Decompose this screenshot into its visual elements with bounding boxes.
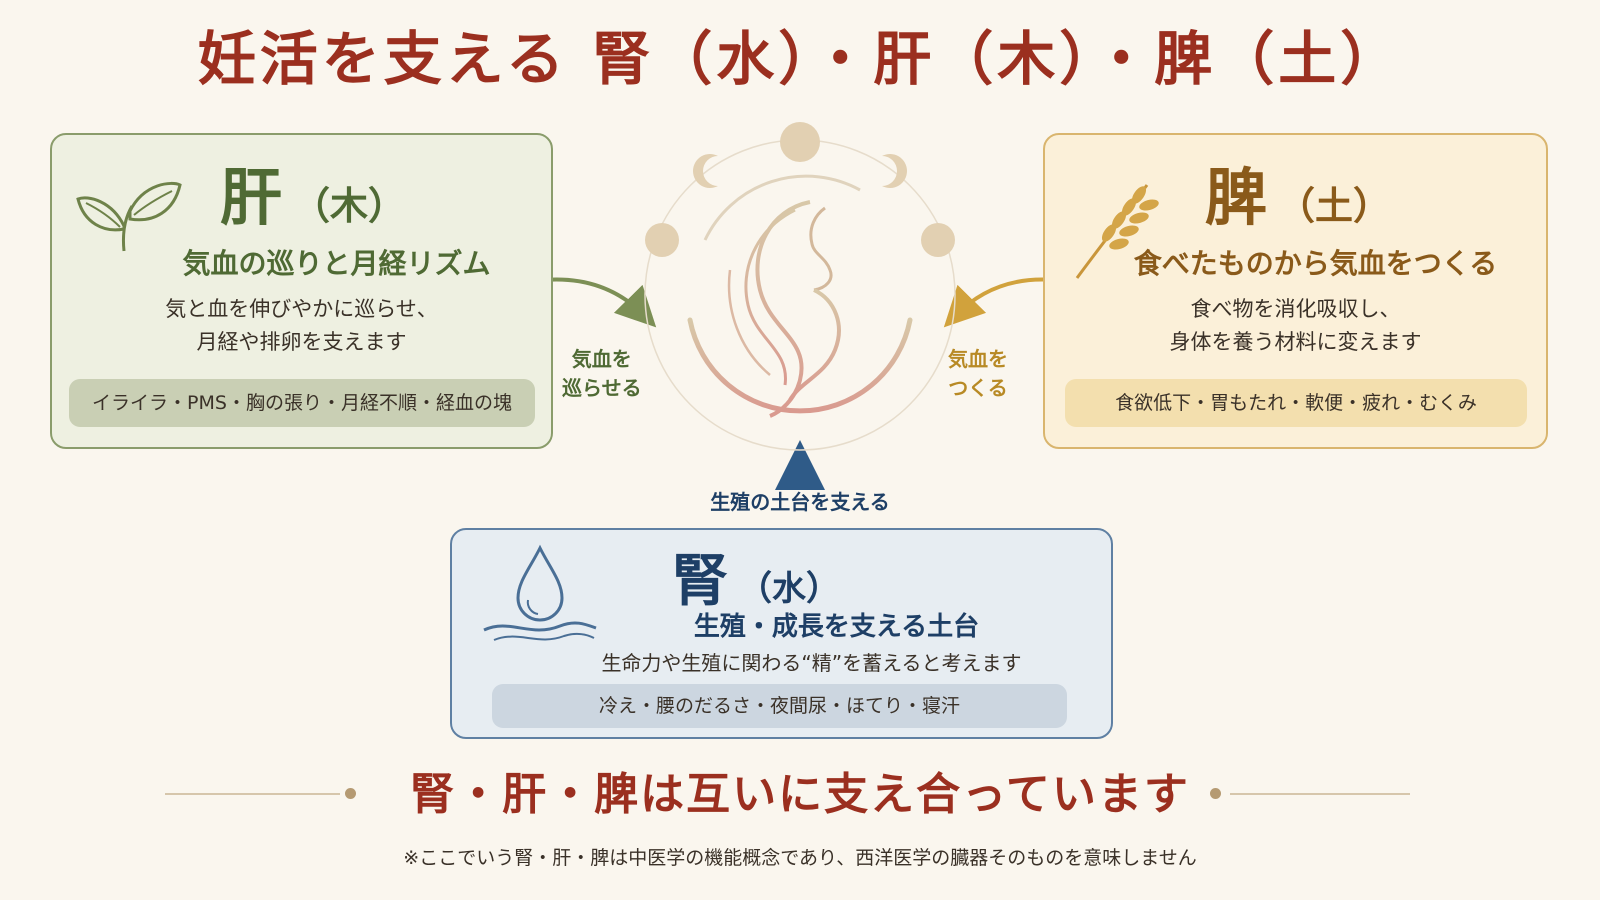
kidney-element: （水） bbox=[738, 569, 840, 609]
liver-name: 肝（木） bbox=[220, 147, 406, 237]
moon-icon bbox=[645, 223, 679, 257]
kidney-subtitle: 生殖・成長を支える土台 bbox=[693, 612, 980, 642]
spleen-flow-label: 気血を つくる bbox=[948, 345, 1008, 403]
spleen-flow-label-line: 気血を bbox=[948, 347, 1008, 371]
divider-line bbox=[1230, 793, 1410, 795]
spleen-description-line: 身体を養う材料に変えます bbox=[1169, 329, 1422, 354]
liver-flow-label-line: 気血を bbox=[571, 347, 632, 371]
divider-dot bbox=[345, 788, 356, 799]
spleen-description: 食べ物を消化吸収し、 身体を養う材料に変えます bbox=[1045, 293, 1546, 358]
spleen-symptoms: 食欲低下・胃もたれ・軟便・疲れ・むくみ bbox=[1065, 379, 1527, 427]
spleen-subtitle: 食べたものから気血をつくる bbox=[1133, 247, 1498, 280]
divider-line bbox=[165, 793, 340, 795]
spleen-card: 脾（土） 食べたものから気血をつくる 食べ物を消化吸収し、 身体を養う材料に変え… bbox=[1043, 133, 1548, 449]
divider-dot bbox=[1210, 788, 1221, 799]
kidney-flow-label: 生殖の土台を支える bbox=[710, 490, 890, 514]
leaf-icon bbox=[76, 181, 182, 252]
spleen-description-line: 食べ物を消化吸収し、 bbox=[1190, 297, 1401, 321]
water-drop-icon bbox=[483, 544, 597, 641]
spleen-element: （土） bbox=[1277, 183, 1392, 228]
liver-organ: 肝 bbox=[220, 161, 283, 234]
bottom-message: 腎・肝・脾は互いに支え合っています bbox=[410, 769, 1190, 820]
page-title: 妊活を支える 腎（水）・肝（木）・脾（土） bbox=[197, 25, 1403, 93]
kidney-card: 腎（水） 生殖・成長を支える土台 生命力や生殖に関わる“精”を蓄えると考えます … bbox=[450, 528, 1113, 739]
spleen-organ: 脾 bbox=[1205, 161, 1268, 234]
liver-flow-label-line: 巡らせる bbox=[562, 376, 642, 400]
spleen-flow-label-line: つくる bbox=[948, 376, 1008, 400]
kidney-symptoms: 冷え・腰のだるさ・夜間尿・ほてり・寝汗 bbox=[492, 684, 1067, 728]
kidney-name: 腎（水） bbox=[672, 536, 840, 617]
footnote: ※ここでいう腎・肝・脾は中医学の機能概念であり、西洋医学の臓器そのものを意味しま… bbox=[403, 847, 1197, 869]
liver-symptoms: イライラ・PMS・胸の張り・月経不順・経血の塊 bbox=[69, 379, 535, 427]
moon-icon bbox=[921, 223, 955, 257]
liver-card: 肝（木） 気血の巡りと月経リズム 気と血を伸びやかに巡らせ、 月経や排卵を支えま… bbox=[50, 133, 553, 449]
kidney-description: 生命力や生殖に関わる“精”を蓄えると考えます bbox=[601, 651, 1022, 675]
full-moon-icon bbox=[780, 122, 820, 162]
wheat-icon bbox=[1075, 184, 1159, 279]
crescent-moon-icon bbox=[882, 154, 907, 188]
liver-flow-label: 気血を 巡らせる bbox=[562, 345, 642, 403]
liver-description: 気と血を伸びやかに巡らせ、 月経や排卵を支えます bbox=[52, 293, 551, 358]
spleen-name: 脾（土） bbox=[1205, 147, 1391, 237]
liver-description-line: 月経や排卵を支えます bbox=[196, 329, 407, 354]
woman-silhouette-icon bbox=[644, 122, 956, 451]
crescent-moon-icon bbox=[693, 154, 718, 188]
liver-subtitle: 気血の巡りと月経リズム bbox=[182, 247, 491, 280]
liver-description-line: 気と血を伸びやかに巡らせ、 bbox=[165, 297, 438, 321]
kidney-organ: 腎 bbox=[672, 548, 728, 614]
liver-element: （木） bbox=[292, 183, 407, 228]
